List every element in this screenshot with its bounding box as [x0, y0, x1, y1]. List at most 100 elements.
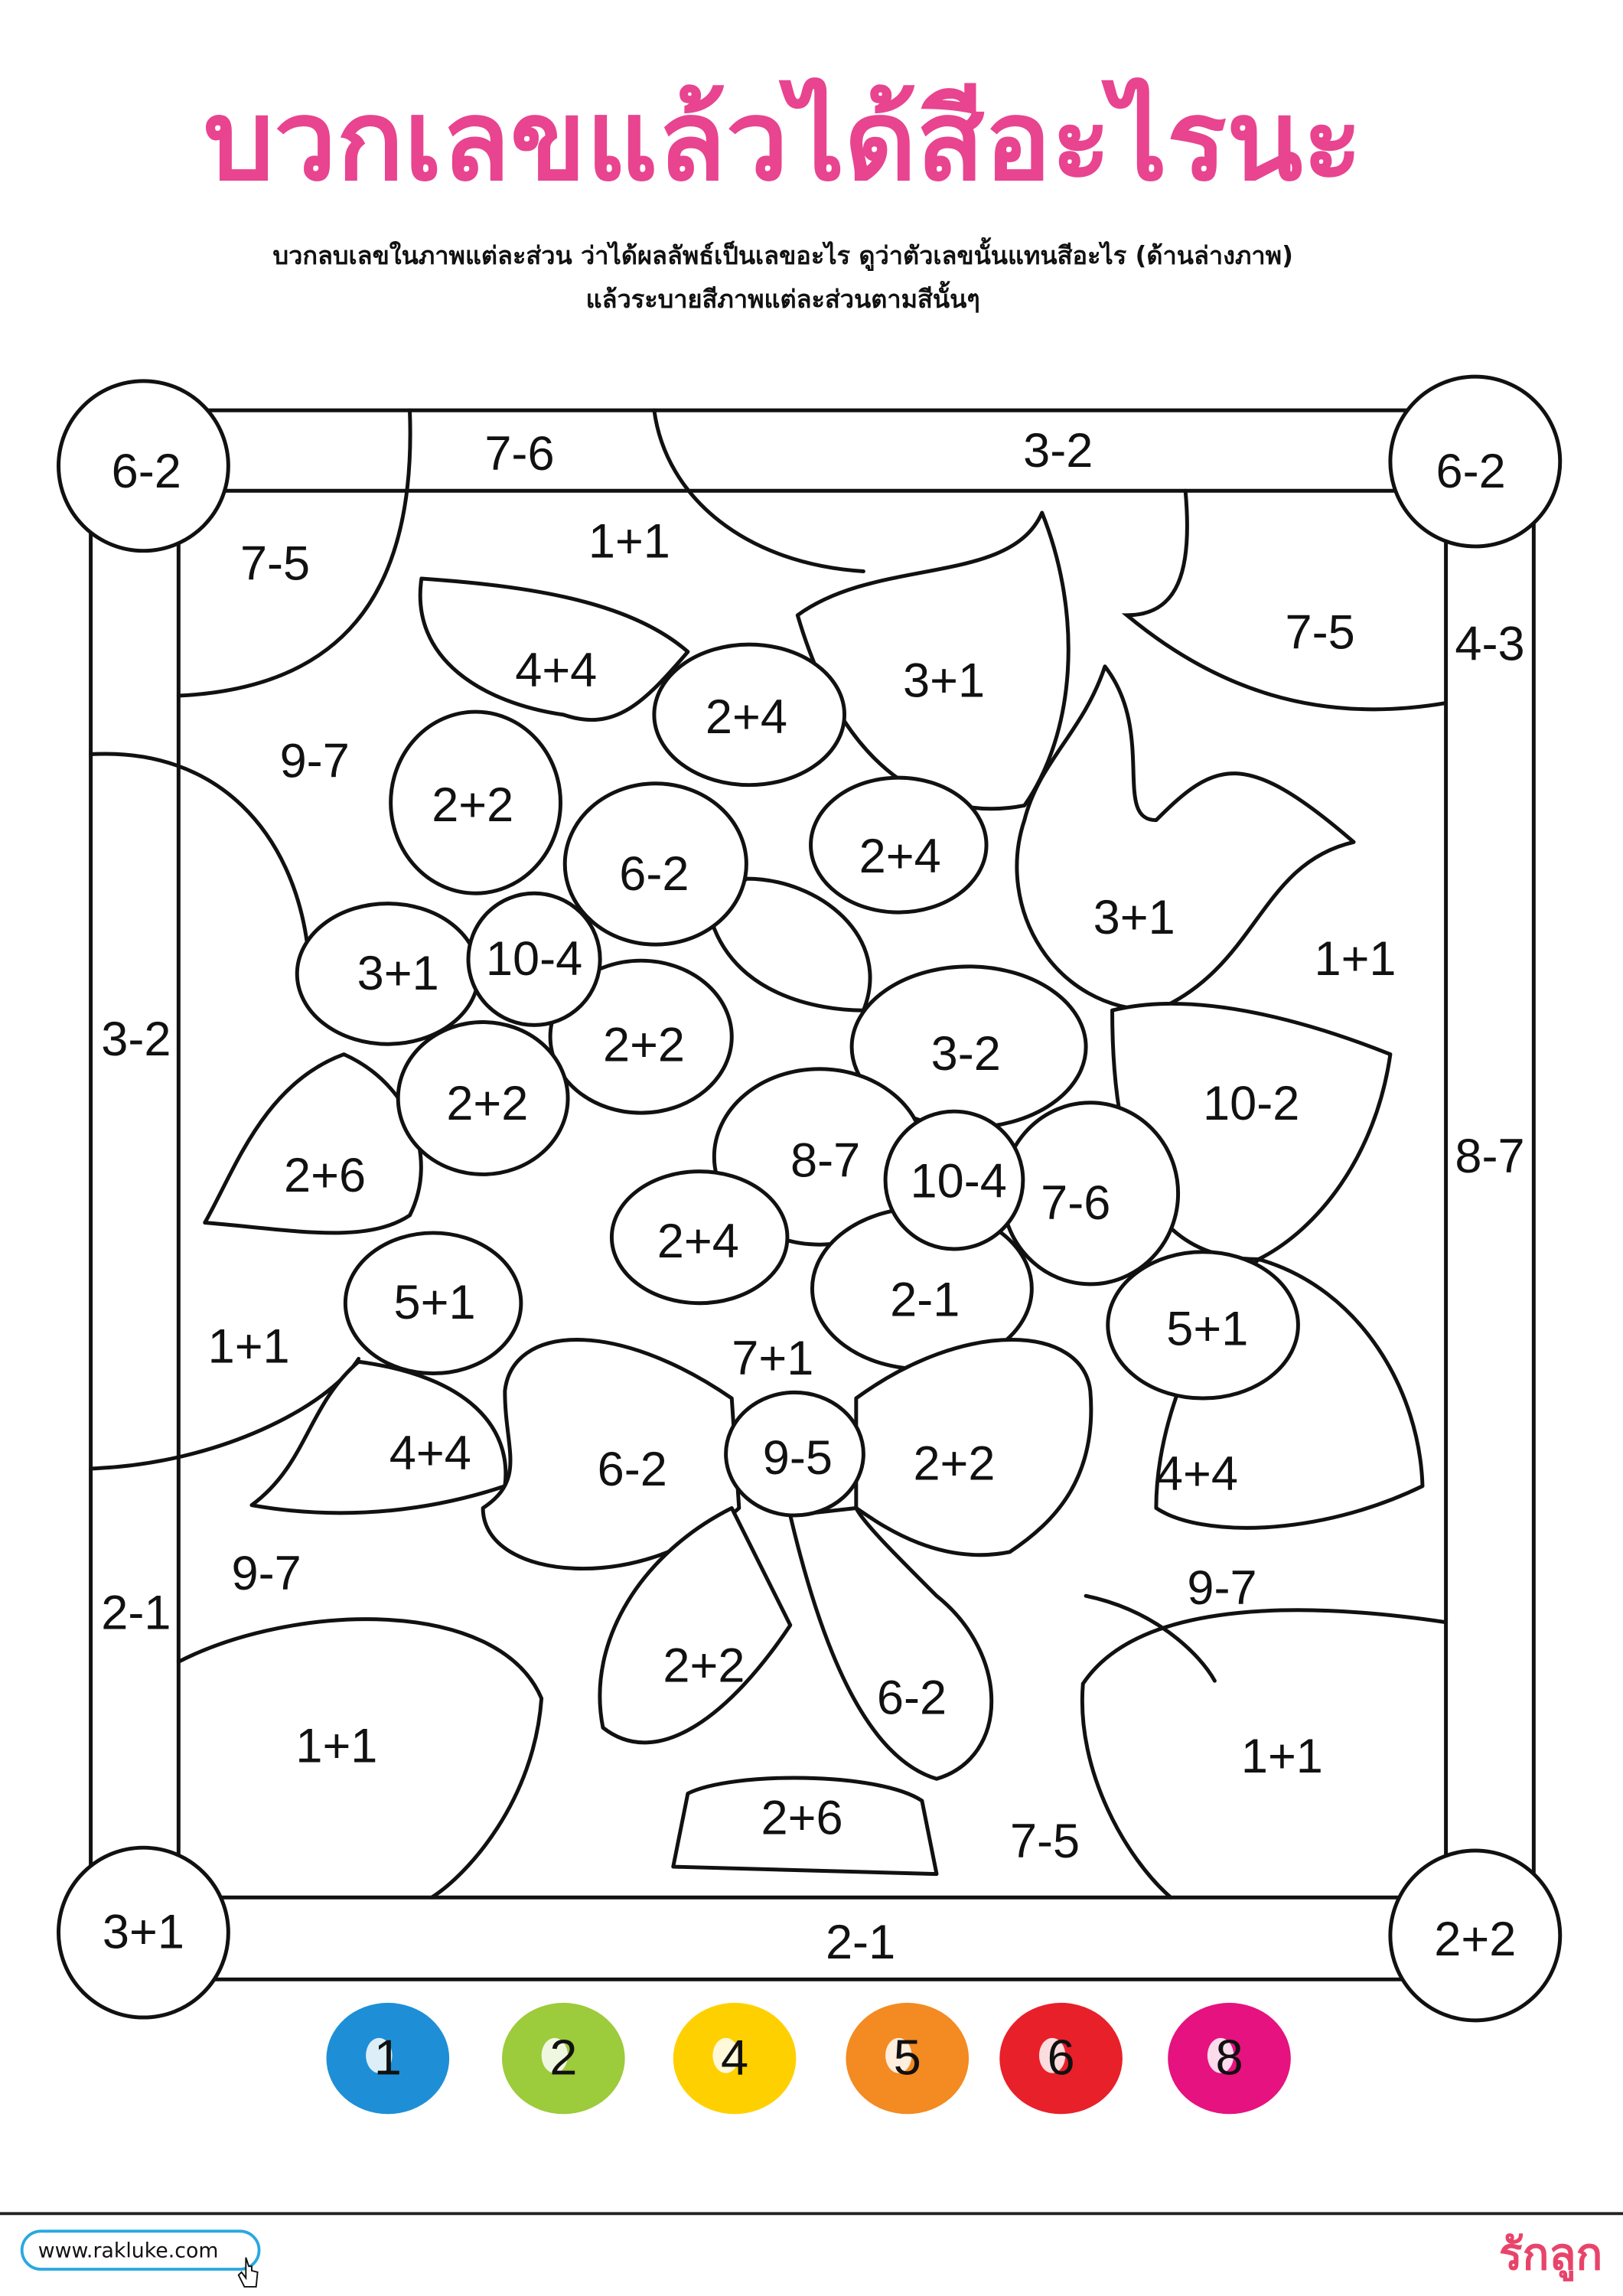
- label-left-bar-bottom: 2-1: [101, 1587, 171, 1640]
- region-label: 10-4: [911, 1154, 1007, 1208]
- region-label: 4+4: [515, 644, 597, 697]
- region-bottom-left[interactable]: [176, 1617, 544, 1900]
- region-label: 4+4: [389, 1427, 471, 1480]
- coloring-picture[interactable]: 6-2 6-2 3+1 2+2 7-6 3-2 4-3 8-7 3-2 2-1 …: [57, 374, 1563, 2023]
- flower-center[interactable]: [883, 1109, 1025, 1251]
- label-top-bar-right: 3-2: [1023, 424, 1093, 478]
- region-label: 6-2: [877, 1671, 947, 1725]
- legend-number: 2: [549, 2030, 577, 2086]
- region-label: 3-2: [931, 1027, 1001, 1081]
- region-top-middle[interactable]: [652, 408, 865, 573]
- label-top-bar-left: 7-6: [484, 427, 554, 481]
- petal[interactable]: [562, 781, 748, 947]
- region-label: 2+2: [913, 1437, 995, 1491]
- region-label: 10-4: [486, 932, 582, 986]
- page-title: บวกเลขแล้วได้สีอะไรนะ: [204, 77, 1362, 206]
- hand-cursor-icon: [237, 2257, 259, 2288]
- petal[interactable]: [389, 709, 562, 895]
- region-bottom-right[interactable]: [1080, 1608, 1449, 1900]
- corner-circle-top-left[interactable]: [57, 379, 230, 553]
- petal[interactable]: [548, 958, 734, 1115]
- region-label: 2+2: [603, 1019, 685, 1072]
- ribbon-left[interactable]: [598, 1505, 793, 1745]
- leaf-top[interactable]: [418, 576, 690, 722]
- bow-left[interactable]: [481, 1338, 741, 1570]
- legend-swatch-2: 2: [501, 2002, 625, 2115]
- region-label: 9-7: [231, 1547, 301, 1600]
- region-label: 6-2: [619, 847, 689, 901]
- legend-number: 5: [894, 2030, 921, 2086]
- region-label: 2+4: [706, 690, 787, 744]
- legend-number: 4: [721, 2030, 748, 2086]
- region-label: 8-7: [790, 1134, 860, 1188]
- legend-number: 1: [374, 2030, 402, 2086]
- region-label: 2+6: [284, 1149, 366, 1202]
- vase-base[interactable]: [671, 1776, 939, 1877]
- region-label: 3+1: [903, 654, 985, 707]
- region-left-upper[interactable]: [89, 752, 310, 947]
- region-label: 1+1: [208, 1320, 290, 1374]
- instructions-line-1: บวกลบเลขในภาพแต่ละส่วน ว่าได้ผลลัพธ์เป็น…: [272, 237, 1293, 272]
- website-url[interactable]: www.rakluke.com: [38, 2239, 219, 2263]
- region-label: 7-5: [240, 536, 310, 590]
- region-label: 7-5: [1010, 1815, 1080, 1868]
- paint-highlight: [712, 2037, 739, 2073]
- legend-swatch-6: 6: [999, 2002, 1123, 2115]
- region-label: 1+1: [1314, 932, 1396, 986]
- legend-number: 8: [1215, 2030, 1243, 2086]
- corner-circle-bottom-right[interactable]: [1388, 1848, 1563, 2023]
- region-label: 9-7: [1187, 1561, 1256, 1615]
- legend-number: 6: [1048, 2030, 1075, 2086]
- legend-swatch-5: 5: [846, 2002, 970, 2115]
- paint-highlight: [541, 2037, 569, 2073]
- region-label: 3+1: [1093, 891, 1175, 944]
- website-link[interactable]: www.rakluke.com: [20, 2229, 261, 2288]
- region-label: 1+1: [1241, 1730, 1323, 1783]
- cloud-flowers[interactable]: [343, 642, 1300, 1401]
- brand-logo: รักลูก: [1499, 2229, 1602, 2281]
- label-corner-top-right: 6-2: [1436, 445, 1505, 498]
- region-label: 7-5: [1285, 605, 1354, 659]
- bow-right[interactable]: [854, 1338, 1093, 1557]
- corner-circle-top-right[interactable]: [1388, 374, 1563, 549]
- label-bottom-bar: 2-1: [826, 1916, 895, 1969]
- region-label: 5+1: [1166, 1303, 1248, 1356]
- label-right-bar-top: 4-3: [1455, 618, 1524, 671]
- tulip[interactable]: [1015, 664, 1356, 1013]
- legend-swatch-1: 1: [326, 2002, 450, 2115]
- leaf-left-lower[interactable]: [249, 1359, 508, 1515]
- paint-highlight: [885, 2037, 912, 2073]
- corner-circle-bottom-left[interactable]: [57, 1845, 230, 2020]
- region-label: 6-2: [598, 1443, 667, 1496]
- instructions-line-2: แล้วระบายสีภาพแต่ละส่วนตามสีนั้นๆ: [586, 281, 980, 314]
- ribbon-right[interactable]: [788, 1505, 994, 1781]
- flower-center[interactable]: [466, 891, 602, 1027]
- color-legend: 1 2 4 5 6 8: [326, 2002, 1291, 2115]
- region-label: 10-2: [1203, 1077, 1299, 1130]
- region-label: 2+4: [657, 1215, 739, 1268]
- region-label: 7+1: [732, 1332, 813, 1385]
- paint-highlight: [1207, 2037, 1234, 2073]
- label-corner-bottom-left: 3+1: [103, 1906, 184, 1959]
- label-right-bar-middle: 8-7: [1455, 1130, 1524, 1183]
- region-label: 5+1: [393, 1276, 475, 1329]
- region-label: 2+6: [761, 1791, 843, 1844]
- petal[interactable]: [396, 1020, 570, 1176]
- region-divider: [1084, 1593, 1217, 1683]
- region-label: 2+2: [432, 778, 513, 832]
- label-left-bar-top: 3-2: [101, 1013, 171, 1066]
- region-top-right[interactable]: [1121, 488, 1449, 712]
- region-label: 2-1: [890, 1273, 960, 1326]
- label-corner-top-left: 6-2: [112, 445, 181, 498]
- region-label: 2+4: [859, 830, 941, 883]
- region-label: 9-7: [280, 735, 350, 788]
- legend-swatch-4: 4: [673, 2002, 797, 2115]
- bow-knot[interactable]: [724, 1390, 865, 1518]
- legend-swatch-8: 8: [1168, 2002, 1291, 2115]
- region-label: 9-5: [763, 1431, 833, 1485]
- region-label: 4+4: [1156, 1447, 1238, 1501]
- region-top-left[interactable]: [176, 408, 412, 698]
- paint-highlight: [1038, 2037, 1066, 2073]
